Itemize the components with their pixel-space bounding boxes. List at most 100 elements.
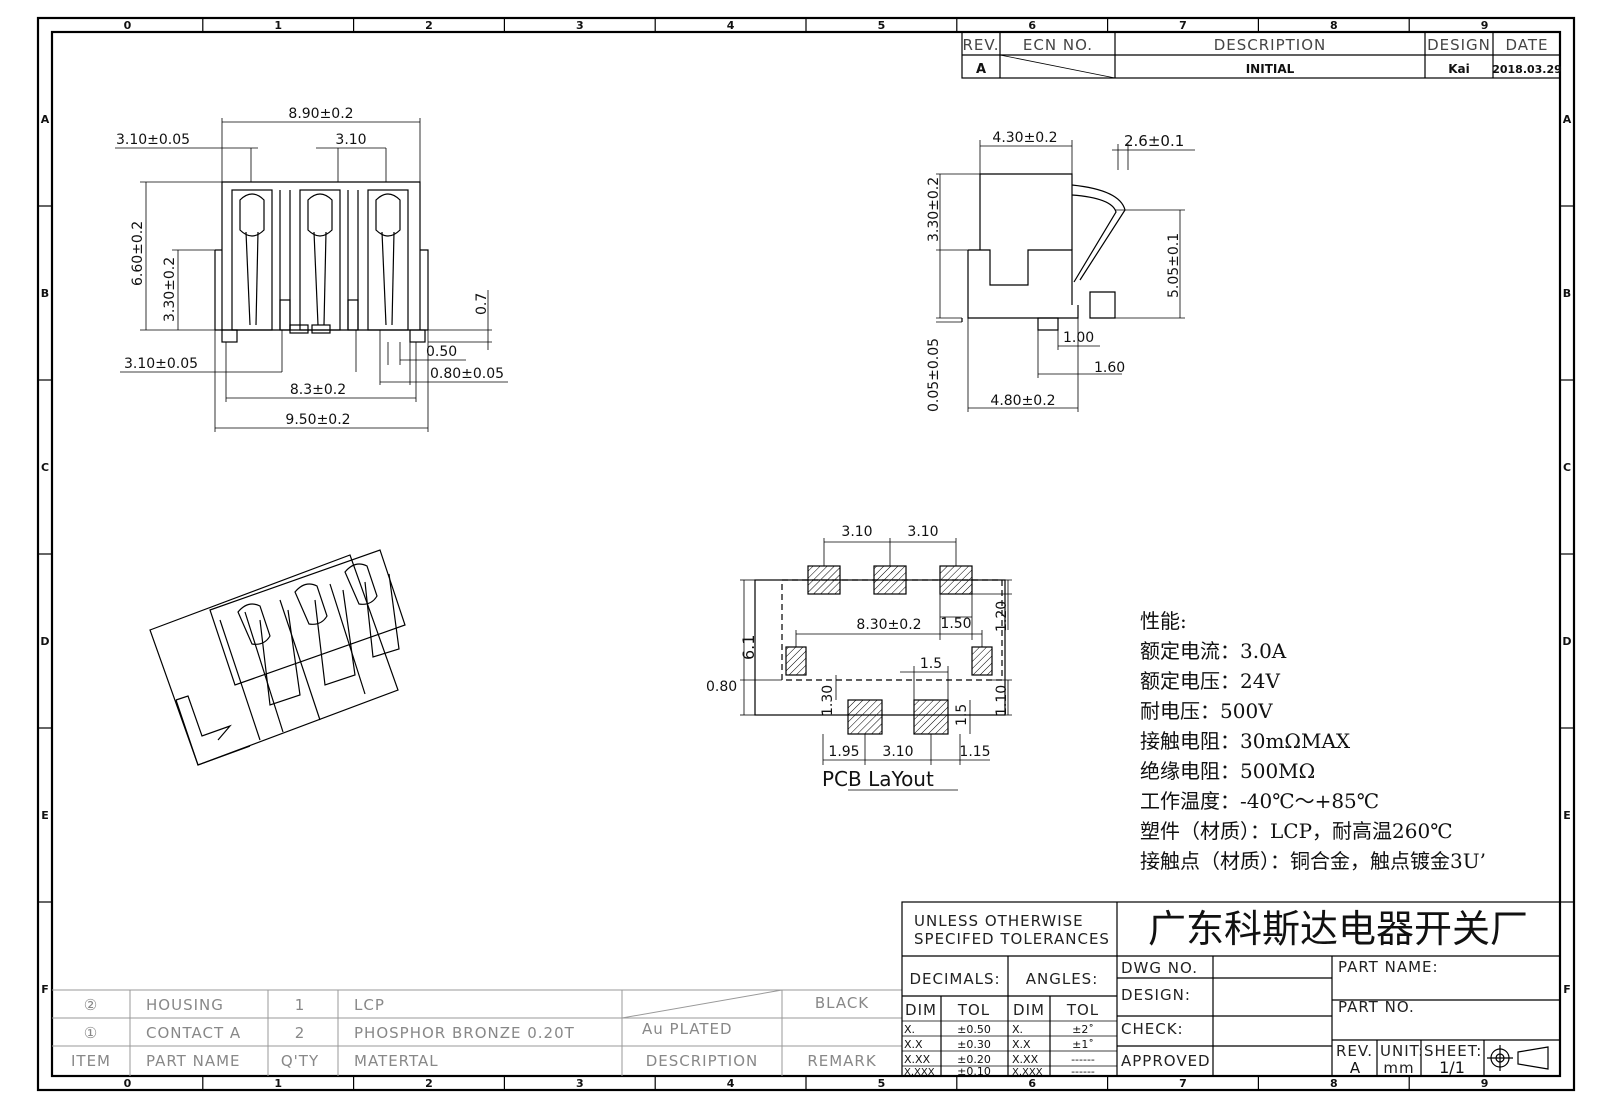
column-label: 1 [274,19,282,32]
part-no-label: PART NO. [1338,998,1415,1016]
dim-right-07: 0.7 [474,293,490,315]
row-label: B [41,287,49,300]
bom-row-qty: 2 [295,1024,306,1042]
title-block: UNLESS OTHERWISE SPECIFED TOLERANCES DEC… [901,901,1561,1078]
dec-tol: ±0.20 [957,1053,991,1066]
column-label: 6 [1028,19,1036,32]
row-label: E [1563,809,1571,822]
dec-dim: X. [904,1023,915,1036]
part-name-label: PART NAME: [1338,958,1439,976]
rev-value: A [976,62,986,77]
dwg-no-label: DWG NO. [1121,959,1198,977]
isometric-view [149,549,406,766]
company-name: 广东科斯达电器开关厂 [1148,907,1528,951]
column-label: 2 [425,19,433,32]
decimals-label: DECIMALS: [909,970,1000,988]
pcb-dim-h15: 1.5 [920,656,942,672]
rev-value: A [1350,1059,1361,1077]
pcb-dim-v15: 1.5 [954,704,970,726]
date-header: DATE [1505,36,1548,54]
bom-row-material: LCP [354,996,385,1014]
spec-line: 额定电压：24V [1140,669,1280,693]
bom-row-description: Au PLATED [642,1020,733,1038]
column-label: 5 [878,19,886,32]
bom-row-qty: 1 [295,996,306,1014]
column-label: 8 [1330,19,1338,32]
description-header: DESCRIPTION [1214,36,1327,54]
dim-side-right-top: 2.6±0.1 [1124,132,1184,150]
row-label: E [41,809,49,822]
pcb-pad-bottom-1 [847,699,883,735]
ang-tol: ------ [1071,1053,1095,1066]
rev-label: REV. [1336,1042,1373,1060]
dim-side-160: 1.60 [1094,360,1125,376]
pcb-pad-right [971,646,993,676]
pcb-layout: 3.10 3.10 8.30±0.2 1.50 1.20 6.1 0.80 1.… [706,524,1012,791]
dim-overall-top: 8.90±0.2 [288,106,353,122]
bom-table: ② HOUSING 1 LCP BLACK ① CONTACT A 2 PHOS… [52,989,902,1076]
dec-tol: ±0.50 [957,1023,991,1036]
dim-bottom-950: 9.50±0.2 [285,412,350,428]
column-label: 1 [274,1077,282,1090]
column-label: 0 [124,1077,132,1090]
dim-side-height-right: 5.05±0.1 [1166,233,1182,298]
specs-heading: 性能: [1140,609,1187,633]
approved-label: APPROVED [1121,1052,1211,1070]
row-label: D [1562,635,1571,648]
dec-dim: X.XX [904,1053,931,1066]
dim-left-bottom: 3.10±0.05 [124,356,198,372]
pcb-pad-top-3 [939,565,973,595]
bom-row-item: ① [84,1024,98,1042]
tol-line2: SPECIFED TOLERANCES [914,930,1110,948]
column-label: 0 [124,19,132,32]
side-view: 4.30±0.2 2.6±0.1 3.30±0.2 5.05±0.1 0.05±… [926,130,1195,412]
tol-line1: UNLESS OTHERWISE [914,912,1084,930]
ang-dim: X.XXX [1012,1067,1043,1078]
ang-dim: X. [1012,1023,1023,1036]
pcb-dim-b195: 1.95 [828,744,859,760]
angles-label: ANGLES: [1026,970,1099,988]
design-header: DESIGN [1427,36,1491,54]
ang-dim: X.X [1012,1038,1031,1051]
dec-dim-header: DIM [905,1001,937,1019]
unit-label: UNIT: [1380,1042,1424,1060]
pcb-layout-title: PCB LaYout [822,767,934,791]
dec-tol: ±0.10 [957,1065,991,1078]
pcb-dim-span: 8.30±0.2 [856,617,921,633]
pcb-pad-top-1 [807,565,841,595]
revision-table: REV. ECN NO. DESCRIPTION DESIGN DATE A I… [961,31,1562,79]
bom-header-part-name: PART NAME [146,1052,241,1070]
spec-line: 塑件（材质）：LCP，耐高温260℃ [1140,819,1453,843]
dim-side-thickness: 0.05±0.05 [926,338,942,412]
pcb-pad-left [785,646,807,676]
row-label: A [1563,113,1572,126]
bom-row-material: PHOSPHOR BRONZE 0.20T [354,1024,575,1042]
column-label: 7 [1179,1077,1187,1090]
dec-tol: ±0.30 [957,1038,991,1051]
column-label: 4 [727,19,735,32]
bom-header-item: ITEM [71,1052,111,1070]
spec-line: 接触电阻：30mΩMAX [1140,729,1351,753]
dim-pad-080: 0.80±0.05 [430,366,504,382]
row-label: F [41,983,49,996]
ang-dim: X.XX [1012,1053,1039,1066]
column-label: 5 [878,1077,886,1090]
pcb-dim-top-a: 3.10 [841,524,872,540]
row-label: C [1563,461,1571,474]
bom-header-description: DESCRIPTION [646,1052,759,1070]
dim-side-width-top: 4.30±0.2 [992,130,1057,146]
dim-side-100: 1.00 [1063,330,1094,346]
unit-value: mm [1383,1059,1414,1077]
front-view: 8.90±0.2 3.10±0.05 3.10 6.60±0.2 3.30±0.… [115,106,508,432]
ang-tol-header: TOL [1066,1001,1099,1019]
spec-line: 绝缘电阻：500MΩ [1140,759,1315,783]
ang-tol: ±1˚ [1072,1038,1094,1051]
row-label: A [41,113,50,126]
dec-tol-header: TOL [957,1001,990,1019]
design-label: DESIGN: [1121,986,1191,1004]
column-label: 6 [1028,1077,1036,1090]
spec-line: 接触点（材质）：铜合金，触点镀金3U’ [1140,849,1486,873]
sheet-value: 1/1 [1439,1058,1465,1077]
